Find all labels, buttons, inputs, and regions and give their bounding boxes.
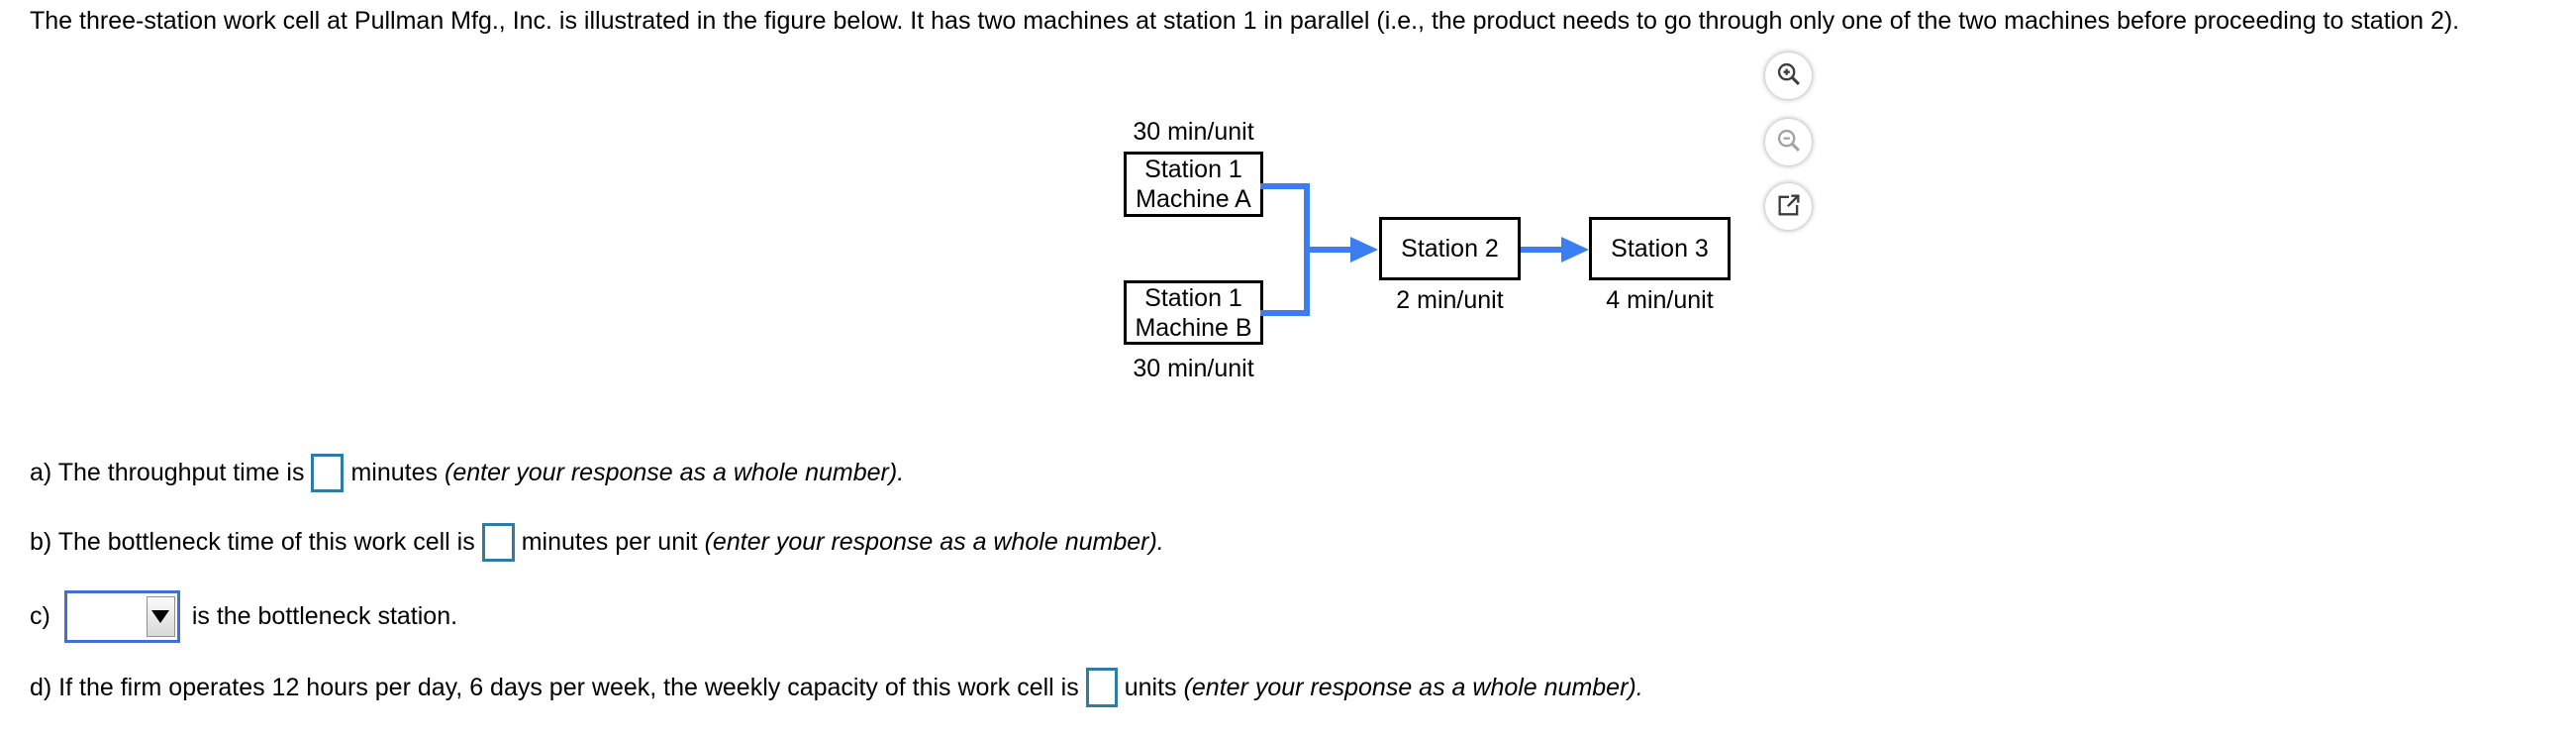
station-2-box: Station 2 xyxy=(1379,217,1521,280)
question-d-note: (enter your response as a whole number). xyxy=(1183,673,1643,701)
bottleneck-station-select[interactable] xyxy=(63,589,180,643)
rate-label-machine-b: 30 min/unit xyxy=(1133,355,1254,382)
question-c-row: c) is the bottleneck station. xyxy=(30,589,457,643)
zoom-out-button[interactable] xyxy=(1765,119,1812,165)
question-d-row: d) If the firm operates 12 hours per day… xyxy=(30,662,1643,713)
question-a-text: a) The throughput time is xyxy=(30,458,305,486)
open-in-new-window-button[interactable] xyxy=(1765,183,1812,230)
arrow-to-station-3 xyxy=(1561,237,1589,263)
rate-label-station-2: 2 min/unit xyxy=(1396,286,1504,314)
question-d-text: d) If the firm operates 12 hours per day… xyxy=(30,673,1079,701)
station-1-machine-b-line1: Station 1 xyxy=(1144,283,1242,312)
question-a-note: (enter your response as a whole number). xyxy=(445,458,905,486)
zoom-in-icon xyxy=(1775,60,1803,91)
question-b-note: (enter your response as a whole number). xyxy=(704,527,1164,556)
question-a-row: a) The throughput time is minutes (enter… xyxy=(30,448,904,497)
open-in-new-window-icon xyxy=(1775,191,1803,222)
connector-merge xyxy=(1304,247,1351,253)
station-3-box: Station 3 xyxy=(1589,217,1731,280)
chevron-down-icon xyxy=(151,609,170,623)
question-b-text: b) The bottleneck time of this work cell… xyxy=(30,527,475,556)
station-3-label: Station 3 xyxy=(1611,235,1709,263)
weekly-capacity-input[interactable] xyxy=(1085,668,1118,707)
connector-machine-b xyxy=(1260,310,1310,316)
station-1-machine-a-line1: Station 1 xyxy=(1144,156,1242,183)
station-1-machine-b-box: Station 1 Machine B xyxy=(1124,280,1263,345)
arrow-to-station-2 xyxy=(1350,237,1378,263)
connector-machine-a xyxy=(1260,183,1310,189)
bottleneck-time-input[interactable] xyxy=(481,522,515,562)
question-d-suffix: units xyxy=(1124,673,1177,701)
connector-s2-to-s3 xyxy=(1521,247,1565,253)
question-b-suffix: minutes per unit xyxy=(521,527,698,556)
station-1-machine-a-line2: Machine A xyxy=(1136,185,1251,213)
dropdown-button[interactable] xyxy=(146,595,175,637)
question-a-suffix: minutes xyxy=(350,458,439,486)
zoom-out-icon xyxy=(1775,127,1803,158)
question-c-suffix: is the bottleneck station. xyxy=(191,601,458,630)
question-b-row: b) The bottleneck time of this work cell… xyxy=(30,517,1164,567)
problem-statement: The three-station work cell at Pullman M… xyxy=(30,7,2460,35)
station-1-machine-a-box: Station 1 Machine A xyxy=(1124,152,1263,217)
rate-label-machine-a: 30 min/unit xyxy=(1133,118,1254,146)
rate-label-station-3: 4 min/unit xyxy=(1606,286,1714,314)
station-1-machine-b-line2: Machine B xyxy=(1135,313,1252,342)
station-2-label: Station 2 xyxy=(1401,235,1499,263)
zoom-in-button[interactable] xyxy=(1765,53,1812,99)
question-c-text: c) xyxy=(30,601,50,630)
throughput-time-input[interactable] xyxy=(311,453,345,492)
